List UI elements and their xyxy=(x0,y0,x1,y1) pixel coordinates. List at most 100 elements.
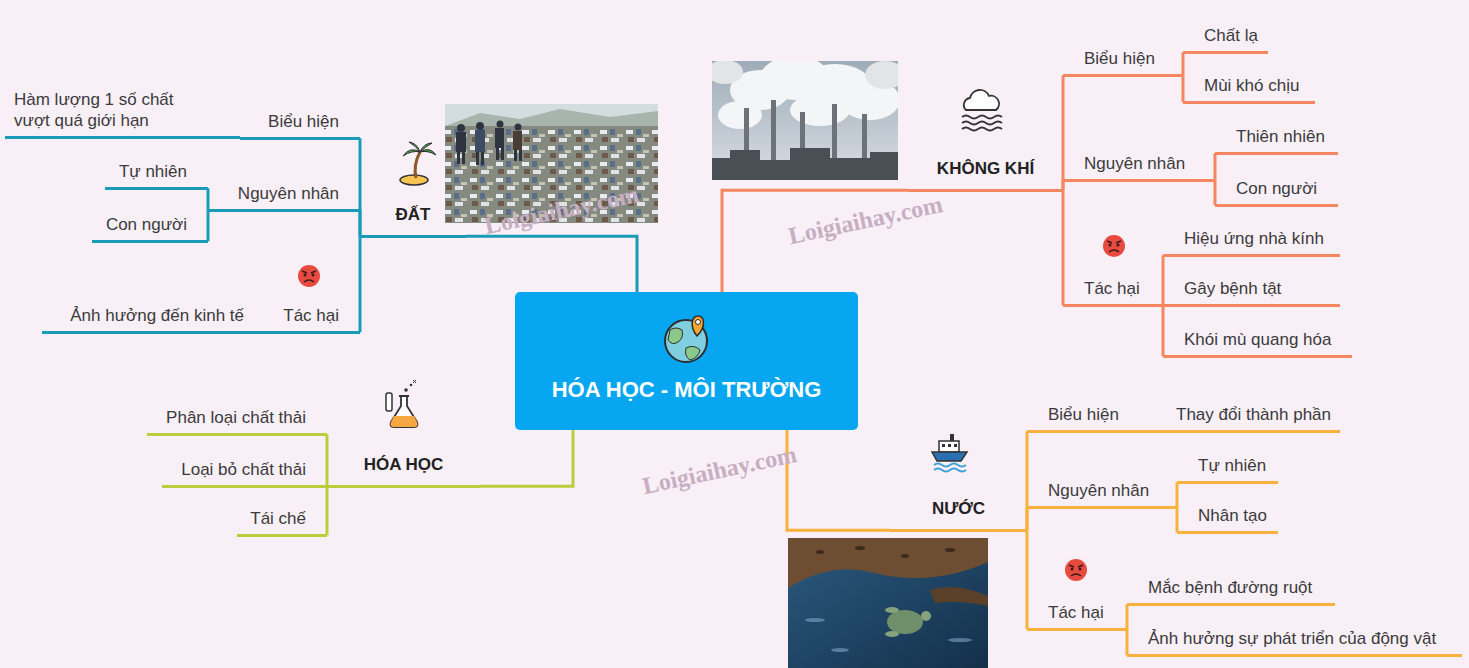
subtopic-label: Biểu hiện xyxy=(1027,404,1155,433)
branch-connector xyxy=(1182,52,1185,75)
node-text: HÓA HỌC xyxy=(364,454,444,475)
branch-connector xyxy=(1176,482,1179,507)
branch-connector xyxy=(1062,75,1065,190)
subtopic-label: Mắc bệnh đường ruột xyxy=(1127,577,1335,606)
node-text: Tự nhiên xyxy=(119,161,187,182)
subtopic-label: Khói mù quang hóa xyxy=(1163,329,1352,358)
branch-connector xyxy=(1214,153,1217,180)
node-text: Nguyên nhân xyxy=(1048,480,1149,501)
node-text: Thay đổi thành phần xyxy=(1176,404,1331,425)
central-title: HÓA HỌC - MÔI TRƯỜNG xyxy=(552,376,822,404)
branch-connector xyxy=(480,430,573,486)
node-text: Tác hại xyxy=(283,305,339,326)
node-text: Hiệu ứng nhà kính xyxy=(1184,228,1324,249)
branch-connector xyxy=(1026,431,1029,530)
branch-connector xyxy=(787,430,890,530)
watermark: Loigiaihay.com xyxy=(482,180,641,241)
branch-connector xyxy=(1026,507,1029,530)
flask-icon xyxy=(386,380,418,427)
branch-connector xyxy=(359,210,362,236)
subtopic-label: Chất lạ xyxy=(1183,25,1268,54)
subtopic-label: Nguyên nhân xyxy=(208,183,360,212)
node-text: Tác hại xyxy=(1048,602,1104,623)
subtopic-label: Loại bỏ chất thải xyxy=(162,459,327,488)
subtopic-label: Mùi khó chịu xyxy=(1183,75,1315,104)
turtle xyxy=(885,607,931,637)
node-text: Tái chế xyxy=(250,508,306,529)
branch-connector xyxy=(1026,530,1029,629)
subtopic-label: Tác hại xyxy=(265,305,360,334)
subtopic-label: Hiệu ứng nhà kính xyxy=(1163,228,1340,257)
subtopic-label: Nguyên nhân xyxy=(1063,153,1215,182)
node-text: Loại bỏ chất thải xyxy=(181,459,306,480)
node-text: Tác hại xyxy=(1084,278,1140,299)
air-icon xyxy=(962,90,1002,131)
node-text: Mùi khó chịu xyxy=(1204,75,1299,96)
node-text: Nguyên nhân xyxy=(238,183,339,204)
node-text: Tự nhiên xyxy=(1198,455,1266,476)
node-text: Thiên nhiên xyxy=(1236,126,1325,147)
subtopic-label: Tự nhiên xyxy=(105,161,208,190)
subtopic-label: Nguyên nhân xyxy=(1027,480,1177,509)
subtopic-label: Biểu hiện xyxy=(240,111,360,140)
subtopic-label: Thiên nhiên xyxy=(1215,126,1338,155)
subtopic-label: Ảnh hưởng đến kinh tế xyxy=(42,305,265,334)
oil-spill-photo xyxy=(788,538,988,668)
branch-connector xyxy=(1162,305,1165,356)
node-text: Phân loại chất thải xyxy=(166,407,306,428)
node-text: Mắc bệnh đường ruột xyxy=(1148,577,1312,598)
branch-topic: ĐẤT xyxy=(360,204,466,238)
island-icon xyxy=(400,142,436,185)
subtopic-label: Thay đổi thành phần xyxy=(1155,404,1340,433)
node-text: Con người xyxy=(106,214,187,235)
central-topic-box: HÓA HỌC - MÔI TRƯỜNG xyxy=(515,292,858,430)
subtopic-label: Biểu hiện xyxy=(1063,48,1183,77)
node-text: Hàm lượng 1 số chất vượt quá giới hạn xyxy=(14,89,192,132)
angry-face-icon xyxy=(1065,559,1087,581)
subtopic-label: Tác hại xyxy=(1027,602,1127,631)
subtopic-label: Ảnh hưởng sự phát triển của động vật xyxy=(1127,628,1462,657)
node-text: Biểu hiện xyxy=(1084,48,1155,69)
branch-connector xyxy=(1214,180,1217,205)
subtopic-label: Phân loại chất thải xyxy=(147,407,327,436)
branch-connector xyxy=(326,434,329,486)
branch-topic: HÓA HỌC xyxy=(327,454,480,488)
node-text: Ảnh hưởng đến kinh tế xyxy=(70,305,244,326)
node-text: KHÔNG KHÍ xyxy=(937,158,1034,179)
node-text: Con người xyxy=(1236,178,1317,199)
node-text: ĐẤT xyxy=(396,204,431,225)
watermark: Loigiaihay.com xyxy=(640,440,799,501)
branch-connector xyxy=(326,486,329,535)
node-text: Ảnh hưởng sự phát triển của động vật xyxy=(1148,628,1436,649)
node-text: Nguyên nhân xyxy=(1084,153,1185,174)
branch-connector xyxy=(1176,507,1179,532)
node-text: Biểu hiện xyxy=(268,111,339,132)
branch-connector xyxy=(359,138,362,236)
node-text: Nhân tạo xyxy=(1198,505,1267,526)
subtopic-label: Gây bệnh tật xyxy=(1163,278,1340,307)
factory-photo xyxy=(712,61,898,180)
subtopic-label: Hàm lượng 1 số chất vượt quá giới hạn xyxy=(5,89,240,140)
ship-icon xyxy=(932,434,967,472)
angry-face-icon xyxy=(298,265,320,287)
branch-connector xyxy=(1062,190,1065,305)
subtopic-label: Con người xyxy=(1215,178,1338,207)
subtopic-label: Tái chế xyxy=(237,508,327,537)
subtopic-label: Nhân tạo xyxy=(1177,505,1278,534)
subtopic-label: Con người xyxy=(92,214,208,243)
node-text: NƯỚC xyxy=(932,498,985,519)
node-text: Biểu hiện xyxy=(1048,404,1119,425)
node-text: Chất lạ xyxy=(1204,25,1258,46)
branch-connector xyxy=(207,210,210,241)
branch-connector xyxy=(359,236,362,332)
branch-connector xyxy=(1182,75,1185,102)
branch-connector xyxy=(1126,604,1129,629)
branch-connector xyxy=(466,236,637,292)
subtopic-label: Tự nhiên xyxy=(1177,455,1278,484)
branch-connector xyxy=(1162,255,1165,305)
subtopic-label: Tác hại xyxy=(1063,278,1163,307)
branch-connector xyxy=(207,188,210,210)
